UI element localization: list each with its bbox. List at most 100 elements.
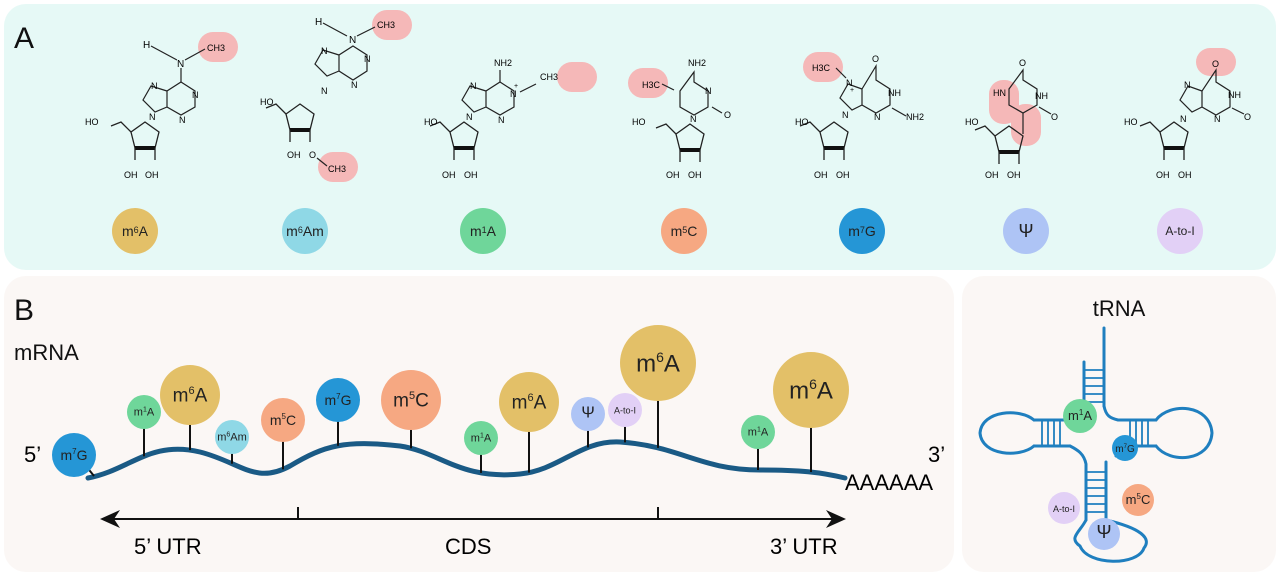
svg-text:+: + [514, 83, 518, 90]
svg-text:H: H [315, 17, 322, 28]
svg-text:N: N [351, 80, 358, 90]
mrna-strand [85, 439, 848, 481]
site-circle [1122, 484, 1154, 516]
svg-text:NH: NH [1035, 91, 1048, 101]
badge-superscript: 6 [297, 225, 303, 235]
svg-text:OH: OH [814, 170, 828, 180]
svg-text:+: + [850, 87, 854, 94]
svg-text:OH: OH [124, 170, 138, 180]
site-label: m1A [748, 426, 769, 438]
svg-text:OH: OH [985, 170, 999, 180]
svg-text:O: O [1244, 112, 1251, 122]
svg-text:HO: HO [965, 117, 979, 127]
svg-text:CH3: CH3 [328, 164, 346, 174]
mrna-diagram: 5’ 3’ AAAAAA 5’ UTR CDS 3’ UTR m7Gm1Am6A… [24, 325, 945, 559]
site-label: m1A [1068, 408, 1092, 423]
mrna-site-m6a: m6A [160, 365, 220, 451]
svg-text:NH: NH [1228, 90, 1241, 100]
svg-text:N: N [874, 112, 881, 122]
site-label: m7G [324, 392, 351, 408]
site-circle [127, 395, 161, 429]
site-circle [499, 372, 559, 432]
badge-suffix: G [864, 223, 876, 239]
mrna-site-m6a: m6A [620, 325, 696, 448]
mrna-site-psi: Ψ [571, 397, 605, 448]
svg-text:O: O [309, 150, 316, 160]
region-3utr: 3’ UTR [770, 534, 838, 559]
site-circle [1048, 492, 1080, 524]
svg-text:HO: HO [795, 117, 809, 127]
site-circle [160, 365, 220, 425]
svg-text:N: N [690, 114, 697, 124]
svg-text:CH3: CH3 [540, 72, 558, 82]
svg-text:CH3: CH3 [377, 20, 395, 30]
badge-suffix: A [486, 223, 497, 239]
site-label: m1A [471, 432, 492, 444]
svg-text:N: N [1184, 80, 1191, 90]
svg-text:N: N [179, 115, 186, 125]
svg-text:OH: OH [1156, 170, 1170, 180]
site-circle [464, 421, 498, 455]
mrna-site-m7g: m7G [52, 433, 96, 477]
badge-label: A-to-I [1165, 224, 1195, 238]
svg-text:OH: OH [688, 170, 702, 180]
svg-text:OH: OH [1007, 170, 1021, 180]
trna-site-m1a: m1A [1063, 399, 1097, 433]
site-circle [1112, 435, 1138, 461]
svg-text:O: O [1212, 59, 1219, 69]
site-label: Ψ [1096, 522, 1111, 542]
axis-arrow-right [826, 510, 846, 528]
svg-text:OH: OH [836, 170, 850, 180]
svg-text:NH: NH [888, 88, 901, 98]
badge-suffix: A [138, 223, 149, 239]
legend-badge-psi: Ψ [1003, 208, 1049, 254]
site-circle [1088, 518, 1120, 550]
mrna-site-m6a: m6A [499, 372, 559, 473]
site-label: A-to-I [614, 406, 636, 416]
mrna-site-m5c: m5C [381, 370, 441, 449]
site-circle [571, 397, 605, 431]
site-circle [608, 393, 642, 427]
site-circle [215, 420, 249, 454]
svg-text:OH: OH [666, 170, 680, 180]
svg-text:N: N [1214, 114, 1221, 124]
mrna-title: mRNA [14, 340, 79, 365]
badge-suffix: C [687, 223, 698, 239]
region-cds: CDS [445, 534, 491, 559]
site-circle [316, 378, 360, 422]
svg-text:N: N [498, 115, 505, 125]
mrna-site-m1a: m1A [127, 395, 161, 457]
svg-text:H3C: H3C [642, 80, 661, 90]
site-circle [381, 370, 441, 430]
svg-text:H3C: H3C [812, 63, 831, 73]
svg-text:OH: OH [145, 170, 159, 180]
svg-text:HO: HO [632, 117, 646, 127]
site-circle [52, 433, 96, 477]
trna-site-m5c: m5C [1122, 484, 1154, 516]
site-circle [1063, 399, 1097, 433]
site-label: m6A [512, 392, 547, 414]
mrna-site-m6am: m6Am [215, 420, 249, 464]
svg-text:N: N [510, 89, 517, 99]
mrna-site-m1a: m1A [741, 415, 775, 470]
svg-text:O: O [872, 54, 879, 64]
svg-text:OH: OH [287, 150, 301, 160]
svg-text:O: O [1051, 112, 1058, 122]
mrna-site-m5c: m5C [261, 398, 305, 470]
svg-text:H: H [143, 40, 150, 51]
svg-text:N: N [364, 54, 371, 64]
badge-superscript: 5 [682, 225, 688, 235]
site-circle [620, 325, 696, 401]
five-prime-label: 5’ [24, 442, 41, 467]
svg-text:NH2: NH2 [494, 58, 512, 68]
trna-site-a-to-i: A-to-I [1048, 492, 1080, 524]
badge-label: m [848, 223, 860, 239]
svg-text:HO: HO [424, 117, 438, 127]
badge-superscript: 1 [481, 225, 487, 235]
